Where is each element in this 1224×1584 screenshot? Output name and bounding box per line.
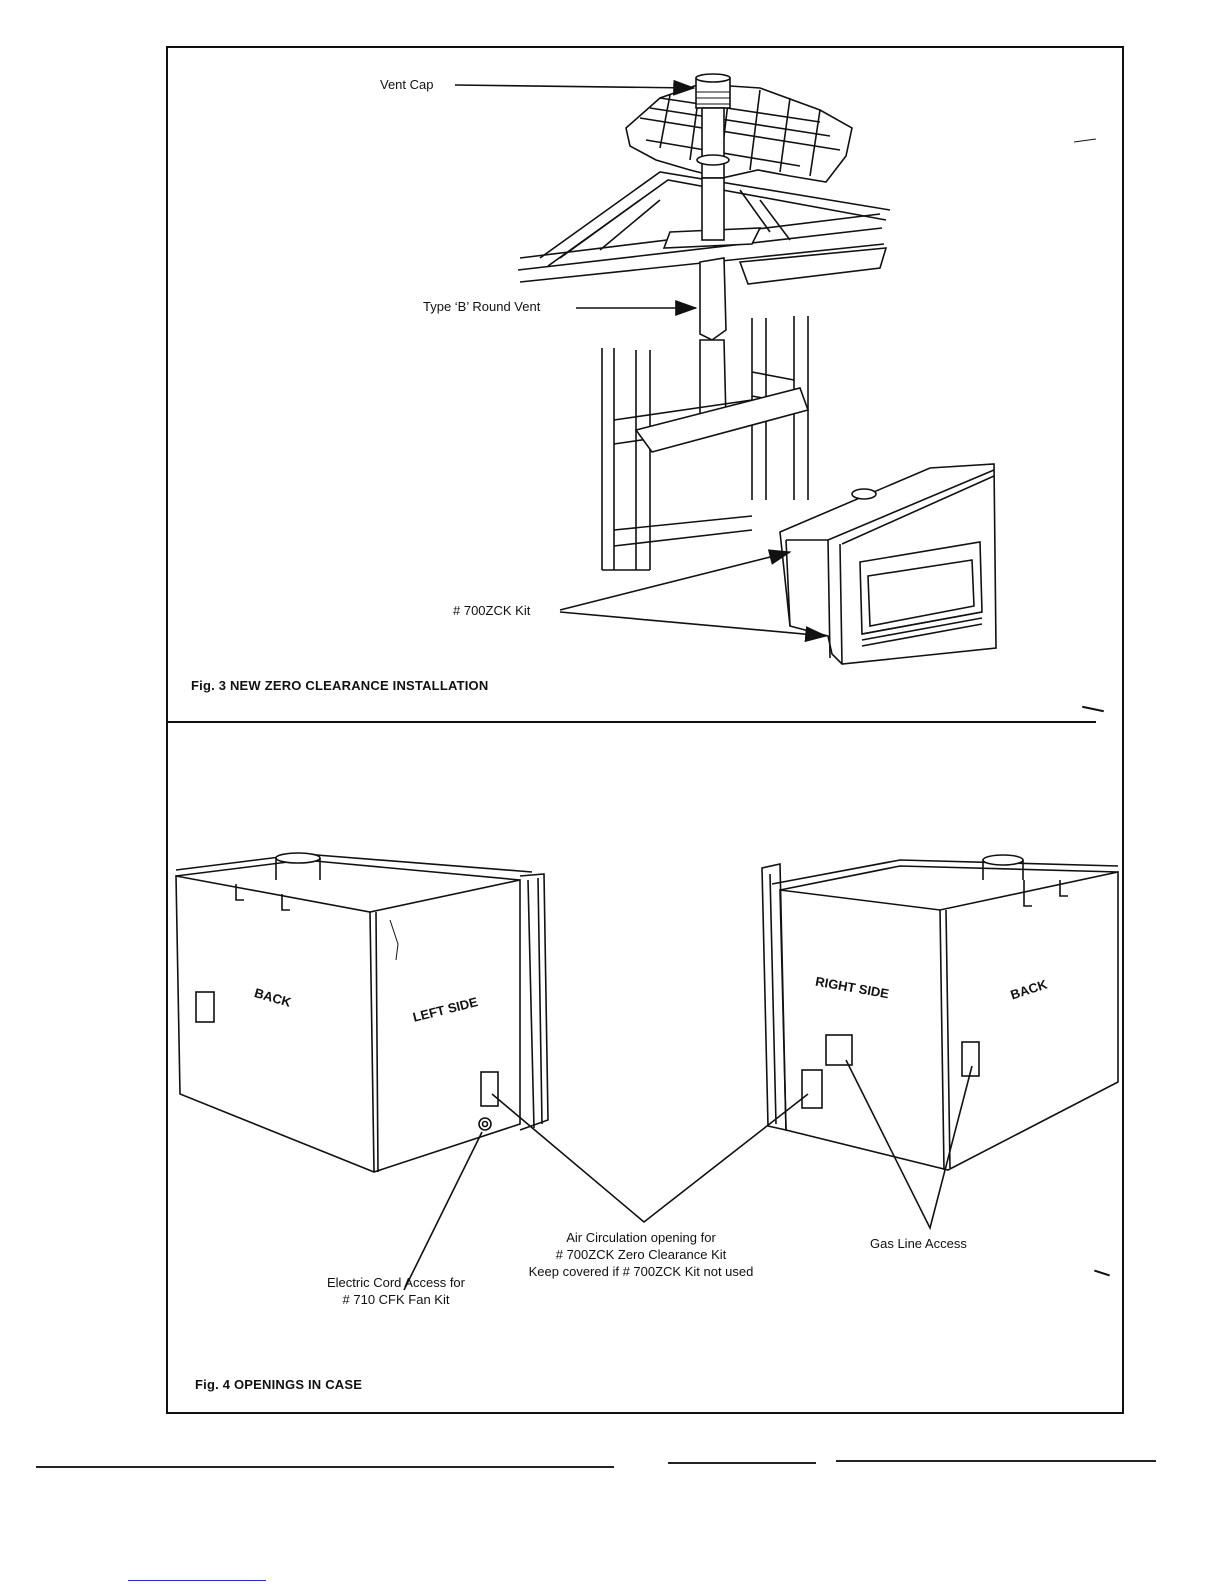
- blue-underline: [128, 1580, 266, 1581]
- bottom-rule-left: [36, 1466, 614, 1468]
- left-back-panel: [196, 992, 214, 1022]
- cord-line2: # 710 CFK Fan Kit: [306, 1291, 486, 1308]
- right-air-opening: [802, 1070, 822, 1108]
- air-circ-line3: Keep covered if # 700ZCK Kit not used: [496, 1263, 786, 1280]
- bottom-rule-right: [836, 1460, 1156, 1462]
- left-air-opening: [481, 1072, 498, 1106]
- right-gas-opening-side: [826, 1035, 852, 1065]
- air-circulation-label: Air Circulation opening for # 700ZCK Zer…: [496, 1229, 786, 1280]
- cord-line1: Electric Cord Access for: [306, 1274, 486, 1291]
- bottom-rule-middle: [668, 1462, 816, 1464]
- air-circ-line2: # 700ZCK Zero Clearance Kit: [496, 1246, 786, 1263]
- air-circ-line1: Air Circulation opening for: [496, 1229, 786, 1246]
- fig4-caption: Fig. 4 OPENINGS IN CASE: [195, 1377, 362, 1392]
- left-unit-case: [176, 876, 520, 1172]
- electric-cord-label: Electric Cord Access for # 710 CFK Fan K…: [306, 1274, 486, 1308]
- gas-line-label: Gas Line Access: [870, 1235, 967, 1252]
